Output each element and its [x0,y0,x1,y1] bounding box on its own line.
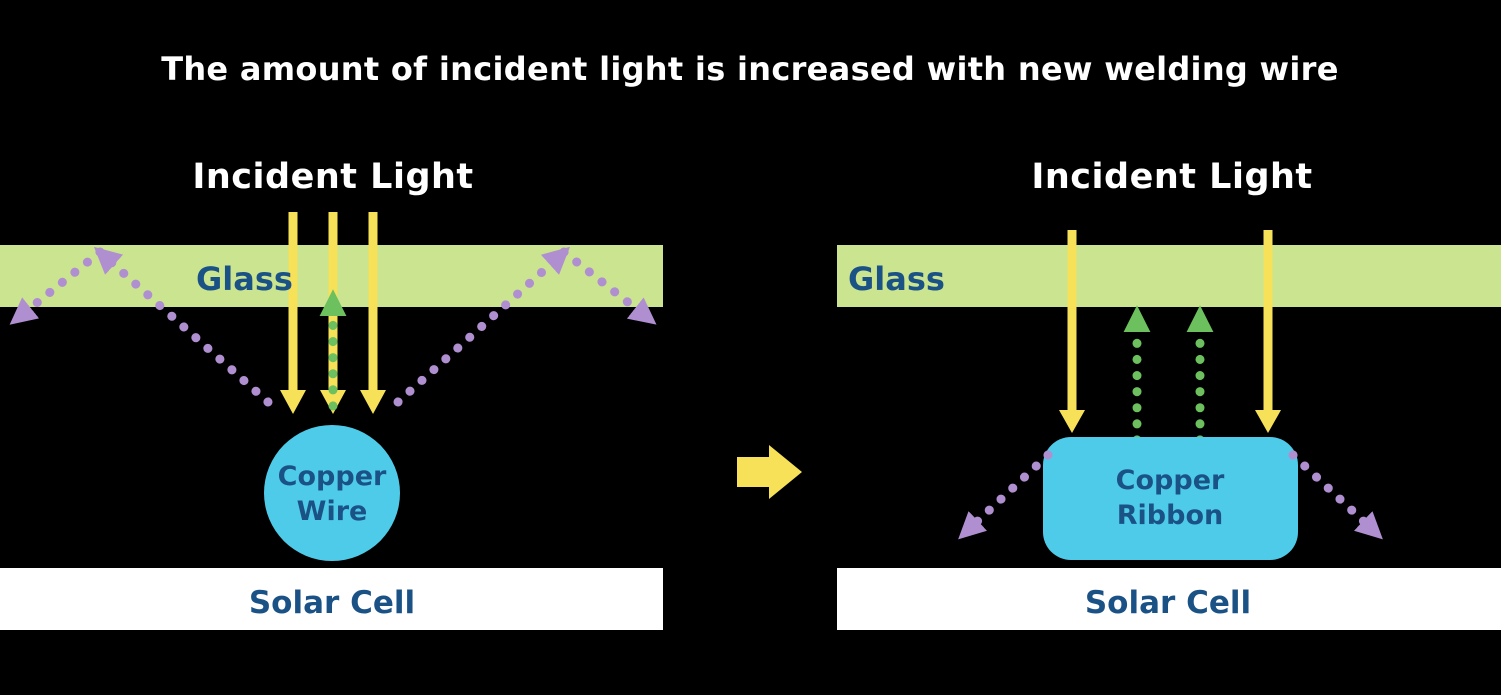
incident-light-arrows-right-icon [1059,230,1281,433]
copper-wire-shape [264,425,400,561]
scattered-light-left-icon [9,246,657,407]
glass-label-left: Glass [196,260,293,298]
solar-cell-label-right: Solar Cell [1084,585,1252,621]
copper-ribbon-label-line1: Copper [1115,464,1225,496]
diagram-title: The amount of incident light is increase… [161,50,1339,88]
copper-ribbon-label: Copper Ribbon [1116,463,1225,533]
incident-light-label-right: Incident Light [1031,157,1313,197]
solar-cell-bar-left [0,568,663,630]
solar-cell-bar-right [837,568,1501,630]
glass-label-right: Glass [848,260,945,298]
copper-wire-label: Copper Wire [278,459,387,529]
glass-bar-right [837,245,1501,307]
copper-ribbon-label-line2: Ribbon [1116,500,1224,531]
copper-wire-label-line2: Wire [296,496,368,527]
transition-arrow-icon [737,445,802,499]
copper-ribbon-shape [1043,437,1298,560]
solar-cell-label-left: Solar Cell [248,585,416,621]
green-return-arrows-right-icon [1123,305,1214,445]
scattered-light-right-icon [958,450,1383,540]
copper-wire-label-line1: Copper [277,460,387,492]
incident-light-label-left: Incident Light [192,157,474,197]
